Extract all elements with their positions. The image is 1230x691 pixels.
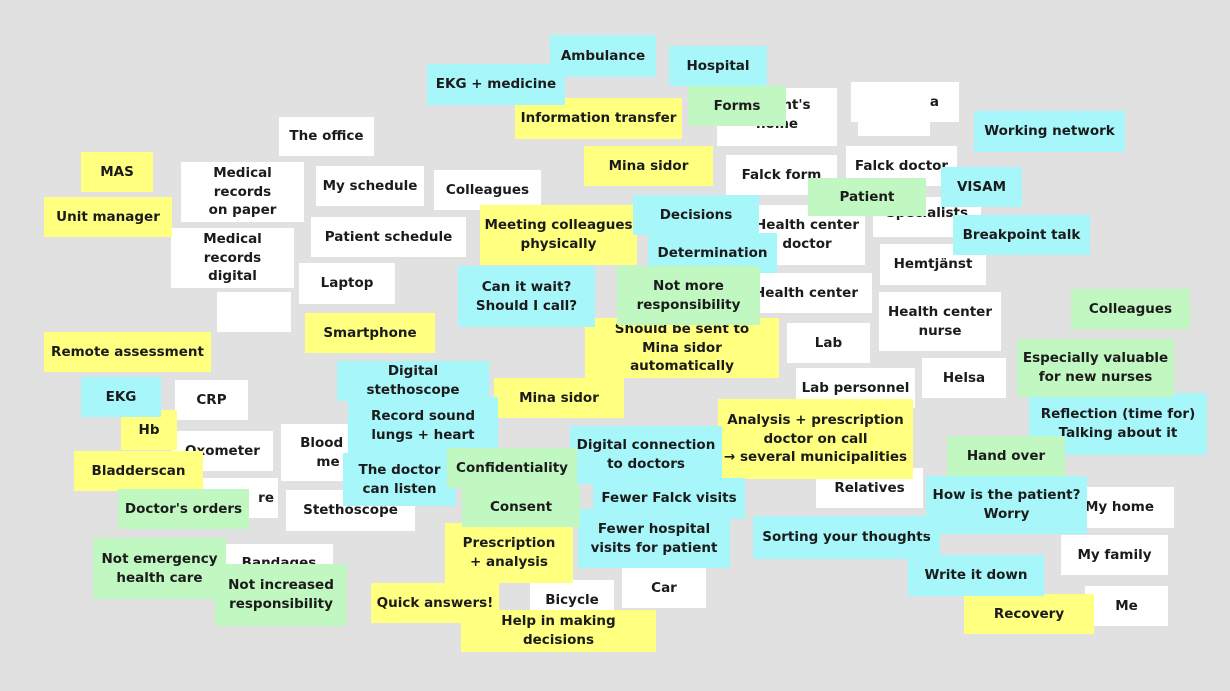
sticky-note[interactable]: Doctor's orders bbox=[118, 489, 249, 529]
sticky-note[interactable]: Not more responsibility bbox=[617, 266, 760, 325]
sticky-note[interactable]: Should be sent to Mina sidor automatical… bbox=[585, 318, 779, 378]
sticky-note[interactable]: Medical records on paper bbox=[181, 162, 304, 222]
sticky-note[interactable]: The doctor can listen bbox=[343, 453, 456, 506]
sticky-note[interactable]: Not emergency health care bbox=[93, 538, 226, 599]
sticky-note[interactable]: Hospital bbox=[669, 46, 767, 86]
sticky-note[interactable]: Colleagues bbox=[434, 170, 541, 210]
sticky-note[interactable]: Health center nurse bbox=[879, 292, 1001, 351]
sticky-note[interactable]: Colleagues bbox=[1071, 289, 1190, 329]
sticky-note[interactable]: Help in making decisions bbox=[461, 610, 656, 652]
sticky-note[interactable]: EKG + medicine bbox=[427, 64, 565, 105]
sticky-note[interactable]: Prescription + analysis bbox=[445, 523, 573, 583]
sticky-note[interactable]: Laptop bbox=[299, 263, 395, 304]
sticky-note[interactable]: CRP bbox=[175, 380, 248, 420]
sticky-note[interactable]: Forms bbox=[688, 86, 786, 126]
sticky-note[interactable]: Meeting colleagues physically bbox=[480, 205, 637, 265]
sticky-note[interactable]: Hand over bbox=[947, 436, 1065, 476]
sticky-note[interactable]: Patient bbox=[808, 178, 926, 216]
sticky-note[interactable]: Remote assessment bbox=[44, 332, 211, 372]
sticky-note[interactable]: Analysis + prescription doctor on call →… bbox=[718, 399, 913, 479]
sticky-note[interactable]: Sorting your thoughts bbox=[753, 516, 940, 559]
sticky-note[interactable]: Digital connection to doctors bbox=[570, 426, 722, 484]
sticky-note[interactable]: Lab bbox=[787, 323, 870, 363]
sticky-note[interactable]: Write it down bbox=[908, 555, 1044, 596]
sticky-note[interactable]: Digital stethoscope bbox=[337, 361, 489, 401]
sticky-note[interactable]: Unit manager bbox=[44, 197, 172, 237]
sticky-note[interactable]: Recovery bbox=[964, 594, 1094, 634]
sticky-note[interactable]: Helsa bbox=[922, 358, 1006, 398]
sticky-note[interactable]: Breakpoint talk bbox=[953, 215, 1090, 255]
sticky-note[interactable]: Confidentiality bbox=[447, 448, 577, 488]
sticky-note[interactable]: Fewer hospital visits for patient bbox=[578, 509, 730, 568]
sticky-note[interactable]: Ambulance bbox=[550, 35, 656, 77]
sticky-note[interactable]: Me bbox=[1085, 586, 1168, 626]
sticky-note[interactable]: Decisions bbox=[633, 195, 759, 235]
sticky-note[interactable]: VISAM bbox=[941, 167, 1022, 207]
sticky-note[interactable]: How is the patient? Worry bbox=[926, 476, 1087, 534]
sticky-note[interactable]: Can it wait? Should I call? bbox=[458, 266, 595, 327]
sticky-note[interactable]: Smartphone bbox=[305, 313, 435, 353]
sticky-note[interactable]: Car bbox=[622, 568, 706, 608]
sticky-note[interactable]: Consent bbox=[462, 487, 580, 527]
sticky-note[interactable]: My family bbox=[1061, 535, 1168, 575]
sticky-note[interactable]: Health center bbox=[740, 273, 872, 313]
sticky-note[interactable] bbox=[217, 292, 291, 332]
sticky-note[interactable]: a bbox=[851, 82, 959, 122]
sticky-note[interactable]: My schedule bbox=[316, 166, 424, 206]
sticky-note[interactable]: EKG bbox=[81, 377, 161, 417]
sticky-note[interactable]: Record sound lungs + heart bbox=[348, 397, 498, 455]
sticky-note[interactable]: The office bbox=[279, 117, 374, 156]
sticky-note[interactable]: Especially valuable for new nurses bbox=[1017, 339, 1174, 397]
sticky-note[interactable]: Bladderscan bbox=[74, 451, 203, 491]
sticky-note[interactable]: Working network bbox=[974, 111, 1125, 152]
sticky-note[interactable]: Mina sidor bbox=[584, 146, 713, 186]
sticky-note[interactable]: Patient schedule bbox=[311, 217, 466, 257]
sticky-note[interactable]: Mina sidor bbox=[494, 378, 624, 418]
sticky-note[interactable]: Medical records digital bbox=[171, 228, 294, 288]
sticky-note[interactable]: MAS bbox=[81, 152, 153, 192]
sticky-note[interactable]: Blood c me bbox=[281, 424, 375, 481]
sticky-note[interactable]: Not increased responsibility bbox=[215, 564, 347, 626]
